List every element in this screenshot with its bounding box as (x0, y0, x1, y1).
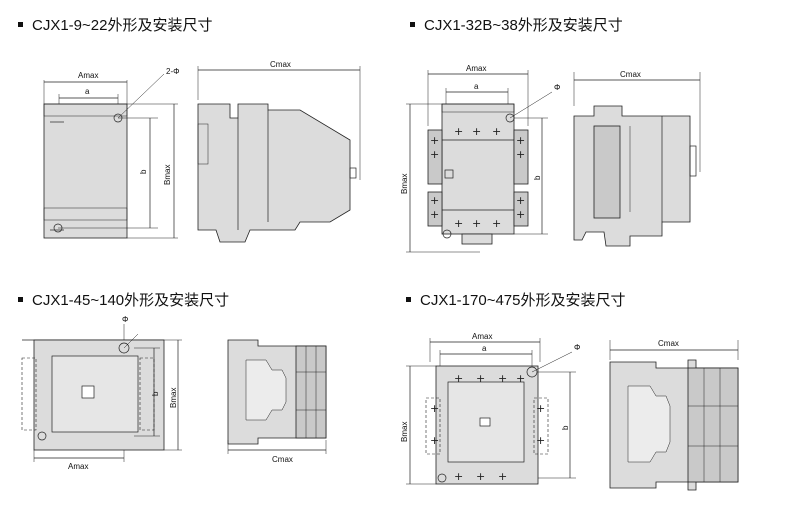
section-title-text: CJX1-32B~38外形及安装尺寸 (424, 17, 623, 34)
svg-text:+: + (454, 470, 463, 483)
bullet-icon (410, 22, 415, 27)
svg-text:+: + (516, 148, 525, 161)
dim-2phi-label: 2-Φ (166, 67, 180, 76)
dim-cmax-label: Cmax (620, 70, 641, 79)
svg-text:+: + (516, 208, 525, 221)
svg-text:+: + (472, 125, 481, 138)
svg-text:+: + (454, 372, 463, 385)
dim-bmax-label: Bmax (163, 165, 172, 185)
svg-text:+: + (516, 372, 525, 385)
svg-text:+: + (476, 372, 485, 385)
section-title-text: CJX1-9~22外形及安装尺寸 (32, 17, 213, 34)
svg-text:+: + (536, 402, 545, 415)
bullet-icon (18, 22, 23, 27)
dim-a-label: a (85, 87, 90, 96)
dim-phi-label: Φ (122, 315, 128, 324)
drawing-cjx1-45-140-side: Cmax (227, 339, 327, 464)
dim-bmax-label: Bmax (400, 422, 409, 442)
dim-b-label: b (139, 169, 148, 174)
dim-bmax-label: Bmax (169, 388, 178, 408)
dim-amax-label: Amax (472, 332, 492, 341)
dim-a-label: a (474, 82, 479, 91)
svg-text:+: + (430, 148, 439, 161)
dim-amax-label: Amax (78, 71, 98, 80)
dim-amax-label: Amax (68, 462, 88, 471)
svg-text:+: + (430, 208, 439, 221)
svg-text:+: + (492, 125, 501, 138)
svg-text:+: + (430, 134, 439, 147)
dim-b-label: b (151, 391, 160, 396)
svg-text:+: + (516, 194, 525, 207)
dim-bmax-label: Bmax (400, 174, 409, 194)
dim-amax-label: Amax (466, 64, 486, 73)
svg-text:+: + (430, 194, 439, 207)
svg-text:+: + (476, 470, 485, 483)
drawing-cjx1-9-22-front: Amax a 2-Φ b Bmax (43, 67, 180, 239)
section-title-text: CJX1-45~140外形及安装尺寸 (32, 292, 230, 309)
dim-cmax-label: Cmax (272, 455, 293, 464)
drawing-cjx1-32b-38-side: Cmax (573, 70, 701, 247)
drawing-cjx1-45-140-front: Φ b Bmax Amax (21, 315, 182, 471)
svg-text:+: + (430, 434, 439, 447)
section-title-text: CJX1-170~475外形及安装尺寸 (420, 292, 626, 309)
svg-text:+: + (498, 470, 507, 483)
svg-text:+: + (454, 125, 463, 138)
section-title-cjx1-45-140: CJX1-45~140外形及安装尺寸 (18, 289, 229, 310)
section-title-cjx1-9-22: CJX1-9~22外形及安装尺寸 (18, 14, 212, 35)
drawing-cjx1-170-475-front: Amax a + + + + + + + + + + + Φ b Bmax (400, 332, 580, 485)
drawing-cjx1-9-22-side: Cmax (197, 60, 361, 243)
svg-text:+: + (454, 217, 463, 230)
svg-text:+: + (516, 134, 525, 147)
dim-b-label: b (561, 425, 570, 430)
section-title-cjx1-170-475: CJX1-170~475外形及安装尺寸 (406, 289, 626, 310)
svg-text:+: + (430, 402, 439, 415)
svg-text:+: + (536, 434, 545, 447)
dim-b-label: b (533, 175, 542, 180)
svg-text:+: + (498, 372, 507, 385)
dim-phi-label: Φ (574, 343, 580, 352)
dim-cmax-label: Cmax (270, 60, 291, 69)
dim-phi-label: Φ (554, 83, 560, 92)
bullet-icon (406, 297, 411, 302)
svg-text:+: + (472, 217, 481, 230)
dim-a-label: a (482, 344, 487, 353)
svg-text:+: + (492, 217, 501, 230)
bullet-icon (18, 297, 23, 302)
drawing-cjx1-170-475-side: Cmax (609, 339, 739, 491)
section-title-cjx1-32b-38: CJX1-32B~38外形及安装尺寸 (410, 14, 623, 35)
dim-cmax-label: Cmax (658, 339, 679, 348)
drawing-cjx1-32b-38-front: Amax a +++ +++ ++ ++ ++ ++ Φ b Bmax (400, 64, 560, 253)
